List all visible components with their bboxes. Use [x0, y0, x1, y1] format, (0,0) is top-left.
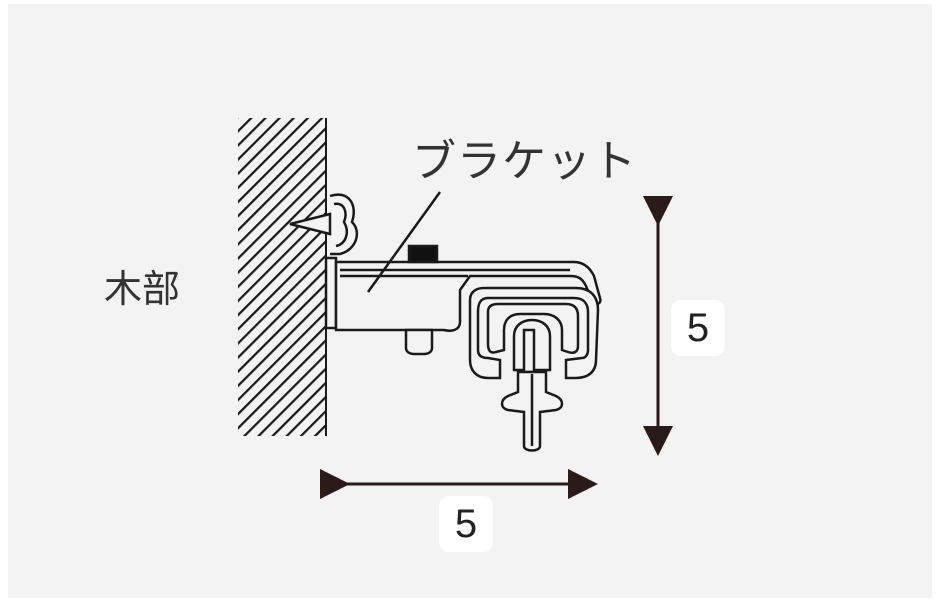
bracket-leader-line — [366, 191, 442, 293]
wall-plate — [324, 256, 338, 330]
runner-hook — [500, 318, 564, 452]
curtain-rail — [468, 286, 600, 380]
wood-wall — [238, 118, 327, 436]
wood-label: 木部 — [104, 267, 181, 311]
bracket-arm — [334, 244, 602, 356]
wall-screw — [289, 193, 359, 256]
vertical-dimension-label: 5 — [671, 300, 725, 356]
bracket-label: ブラケット — [412, 136, 637, 187]
horizontal-dimension-label: 5 — [439, 496, 493, 552]
